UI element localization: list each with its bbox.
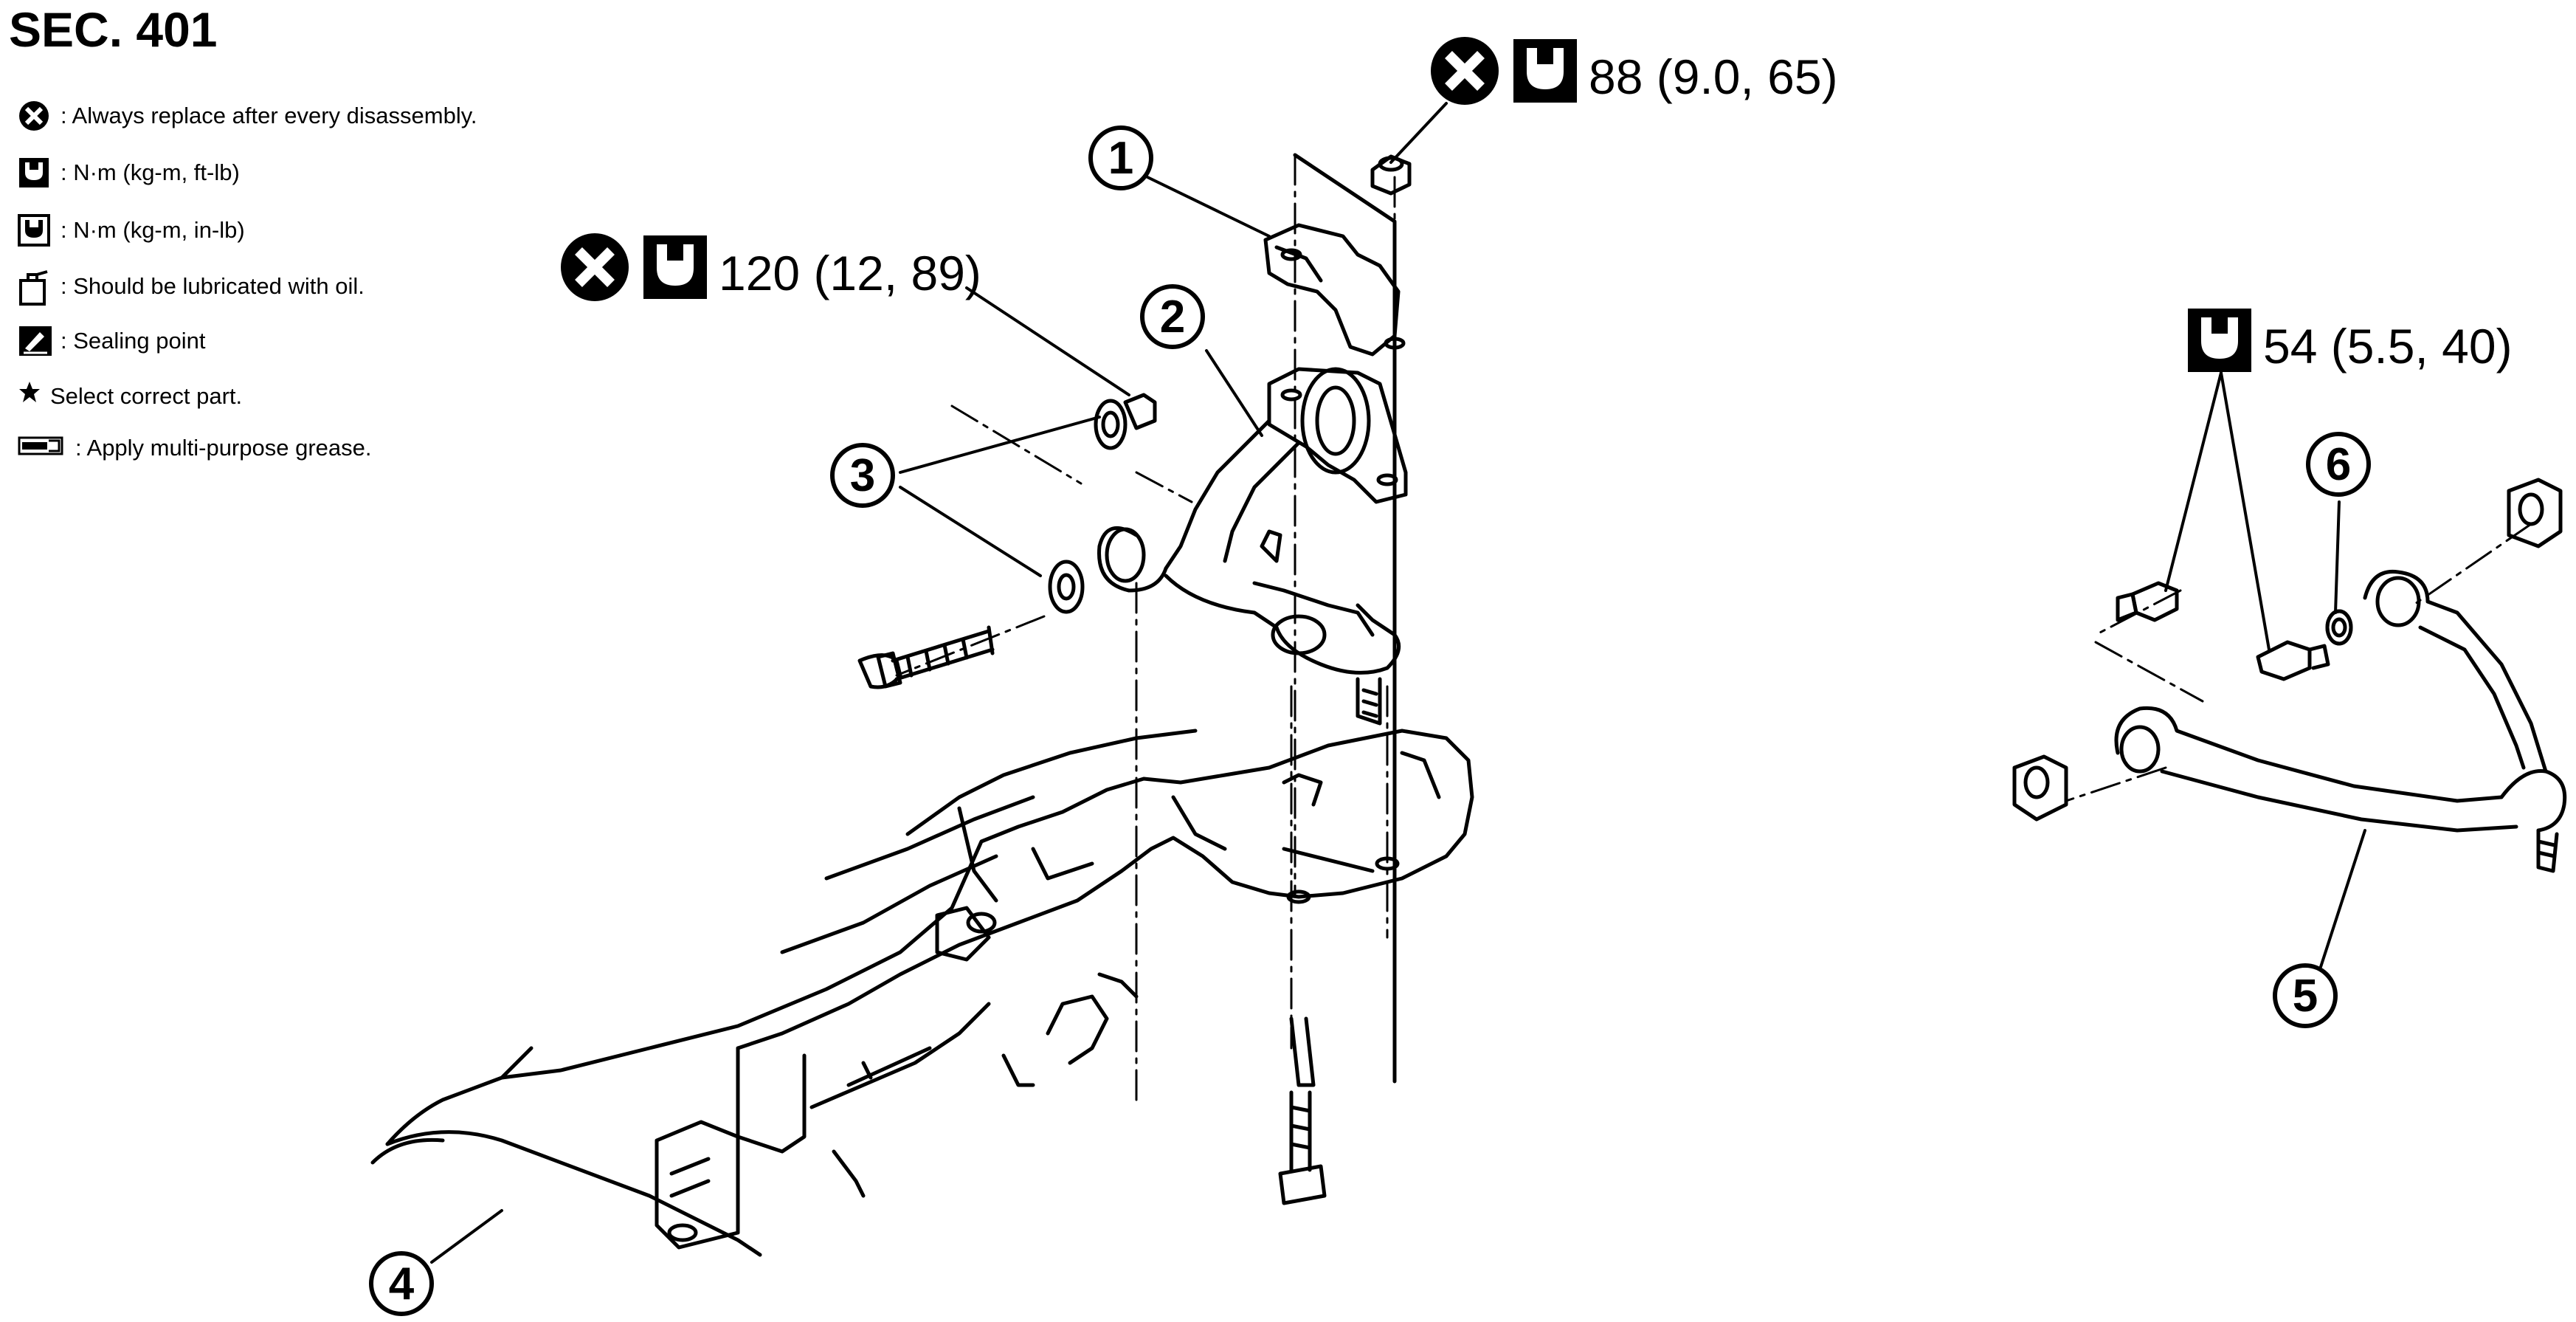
torque-spec-pivot-nut: 120 (12, 89) [558,230,981,315]
x-circle-icon [18,100,55,132]
legend-item-sealant: : Sealing point [18,325,205,357]
bracket-part [1263,153,1412,1084]
x-circle-icon [1428,34,1502,119]
torque-wrench-filled-icon [18,214,55,247]
torque-value: 54 (5.5, 40) [2263,318,2513,373]
legend-item-torque-inlb: : N·m (kg-m, in-lb) [18,214,245,247]
legend-text: : Apply multi-purpose grease. [75,435,372,461]
callout-5: 5 [2273,963,2338,1028]
legend-item-oil: : Should be lubricated with oil. [18,270,365,306]
torque-wrench-icon [1512,38,1578,115]
sealant-icon [18,325,55,357]
legend-text: Select correct part. [50,383,243,409]
legend-item-grease: : Apply multi-purpose grease. [18,432,372,464]
torque-wrench-icon [18,156,55,189]
lower-link-part [1097,367,1408,726]
torque-value: 120 (12, 89) [719,245,981,300]
legend-text: : Should be lubricated with oil. [61,273,365,299]
callout-3: 3 [830,443,895,508]
washer-bolt-part [857,393,1157,689]
leader-lines [430,102,2366,1264]
torque-wrench-icon [2186,307,2253,385]
upper-link-part [2012,478,2567,873]
grease-gun-icon [18,432,69,464]
legend-item-select: Select correct part. [18,380,242,413]
legend-item-torque-ftlb: : N·m (kg-m, ft-lb) [18,156,240,189]
star-icon [18,380,44,413]
center-lines [895,154,2532,1101]
torque-spec-upper-arm-bolt: 54 (5.5, 40) [2186,307,2513,385]
torque-spec-upper-nut: 88 (9.0, 65) [1428,34,1838,119]
legend-item-replace: : Always replace after every disassembly… [18,100,477,132]
legend-text: : N·m (kg-m, in-lb) [61,217,245,243]
legend-text: : Sealing point [61,328,206,354]
legend-text: : N·m (kg-m, ft-lb) [61,159,240,185]
suspension-member-part [370,729,1474,1257]
legend-text: : Always replace after every disassembly… [61,103,477,128]
callout-2: 2 [1140,284,1205,349]
section-title: SEC. 401 [9,2,218,57]
torque-wrench-icon [642,234,708,311]
callout-1: 1 [1088,125,1153,190]
washer-part [2325,609,2353,646]
x-circle-icon [558,230,632,315]
callout-4: 4 [369,1251,434,1316]
torque-value: 88 (9.0, 65) [1589,49,1838,104]
oil-can-icon [18,270,55,306]
callout-6: 6 [2306,432,2371,497]
